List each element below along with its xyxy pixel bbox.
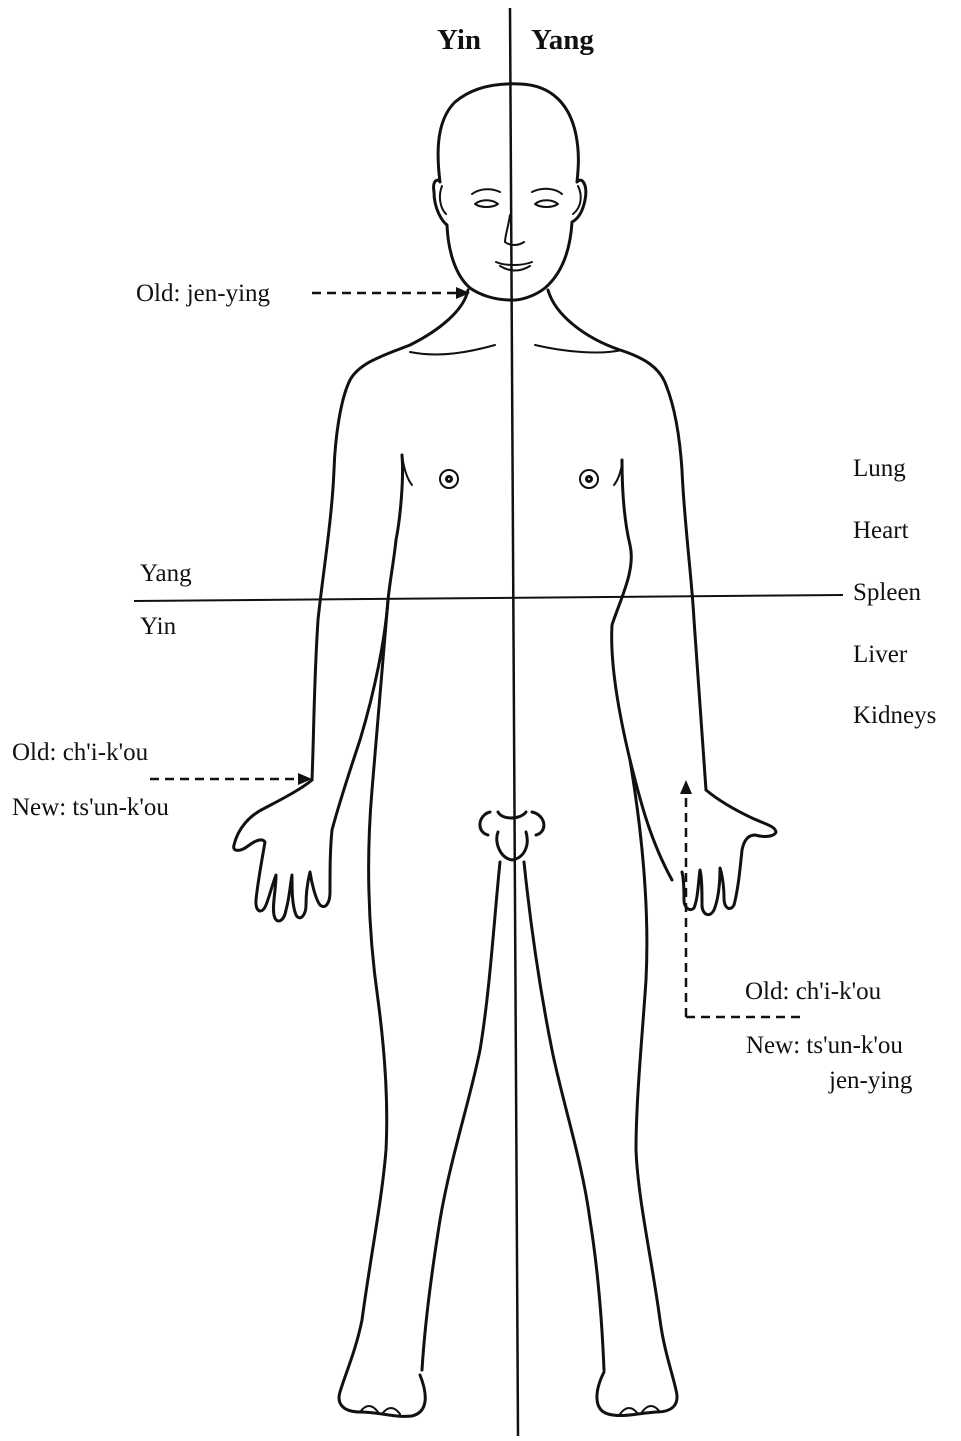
top-yang-label: Yang [531, 26, 594, 55]
left-leg-outer [339, 600, 425, 1416]
left-hand [234, 780, 332, 921]
right-wrist-pulse-arrow [150, 773, 312, 785]
horizontal-yin-yang-axis [134, 595, 843, 601]
right-eye [535, 200, 558, 207]
mouth [496, 262, 532, 265]
left-arm-inner [332, 455, 403, 830]
groin [480, 812, 544, 860]
right-wrist-new-label: New: ts'un-k'ou [12, 795, 169, 820]
right-nipple [580, 470, 598, 488]
top-yin-label: Yin [437, 26, 481, 55]
right-hand [682, 790, 776, 915]
left-arm-outer [312, 380, 350, 780]
nose [505, 215, 524, 245]
right-leg-outer [597, 760, 677, 1416]
left-wrist-old-label: Old: ch'i-k'ou [745, 979, 881, 1004]
organ-label: Heart [853, 518, 909, 543]
organ-label: Lung [853, 456, 906, 481]
organ-label: Kidneys [853, 703, 936, 728]
neck-pulse-arrow [312, 287, 470, 299]
organ-label: Liver [853, 642, 907, 667]
organ-label: Spleen [853, 580, 921, 605]
right-arm-inner [612, 460, 672, 880]
left-neck [350, 290, 468, 380]
left-nipple [440, 470, 458, 488]
vertical-yin-yang-axis [510, 8, 518, 1436]
side-yin-label: Yin [140, 614, 176, 639]
right-wrist-old-label: Old: ch'i-k'ou [12, 740, 148, 765]
left-wrist-new-label-2: jen-ying [829, 1068, 912, 1093]
right-arm-outer [666, 385, 706, 790]
side-yang-label: Yang [140, 561, 192, 586]
right-leg-inner [524, 862, 604, 1370]
neck-pulse-old-label: Old: jen-ying [136, 281, 270, 306]
left-wrist-new-label: New: ts'un-k'ou [746, 1033, 903, 1058]
left-eye [475, 200, 498, 207]
right-neck [548, 290, 666, 385]
left-leg-inner [422, 862, 500, 1370]
